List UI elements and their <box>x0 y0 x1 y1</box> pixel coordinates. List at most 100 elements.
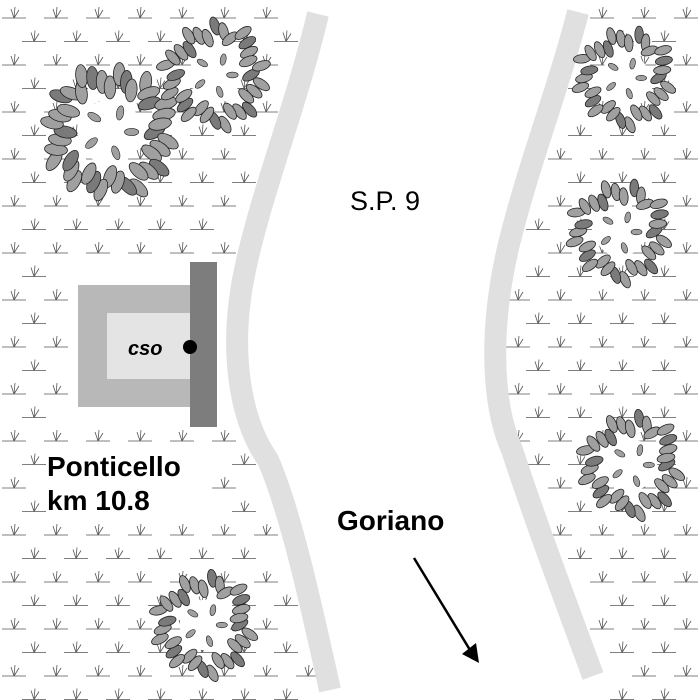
grass-tuft-icon <box>526 359 550 371</box>
grass-tuft-icon <box>526 453 550 465</box>
grass-tuft-icon <box>22 453 46 465</box>
grass-tuft-icon <box>652 359 676 371</box>
grass-tuft-icon <box>44 617 68 630</box>
grass-tuft-icon <box>22 265 46 277</box>
grass-tuft-icon <box>22 406 46 418</box>
grass-tuft-icon <box>568 171 592 183</box>
grass-tuft-icon <box>148 688 172 700</box>
grass-tuft-icon <box>652 688 676 700</box>
grass-tuft-icon <box>548 429 572 442</box>
grass-tuft-icon <box>2 429 26 442</box>
grass-tuft-icon <box>22 77 46 89</box>
grass-tuft-icon <box>170 194 194 207</box>
grass-tuft-icon <box>2 570 26 583</box>
grass-tuft-icon <box>652 30 676 42</box>
grass-tuft-icon <box>674 6 698 19</box>
grass-tuft-icon <box>526 218 550 230</box>
tree-icon <box>576 408 686 522</box>
grass-tuft-icon <box>106 641 130 653</box>
grass-tuft-icon <box>22 171 46 183</box>
sensor-label: cso <box>128 338 163 360</box>
grass-tuft-icon <box>128 241 152 254</box>
sensor-dot-icon <box>183 340 197 354</box>
grass-tuft-icon <box>22 218 46 230</box>
grass-tuft-icon <box>44 664 68 677</box>
grass-tuft-icon <box>526 406 550 418</box>
tree-icon <box>40 62 179 202</box>
road-left-edge <box>226 11 341 693</box>
road-name-label: S.P. 9 <box>350 186 421 216</box>
grass-tuft-icon <box>232 688 256 700</box>
grass-tuft-icon <box>2 476 26 489</box>
grass-tuft-icon <box>170 429 194 442</box>
grass-tuft-icon <box>232 547 256 559</box>
grass-tuft-icon <box>568 359 592 371</box>
grass-tuft-icon <box>22 641 46 653</box>
grass-tuft-icon <box>106 594 130 606</box>
grass-tuft-icon <box>590 335 614 348</box>
grass-tuft-icon <box>86 429 110 442</box>
grass-tuft-icon <box>22 30 46 42</box>
grass-tuft-icon <box>652 641 676 653</box>
grass-tuft-icon <box>652 171 676 183</box>
grass-tuft-icon <box>506 335 530 348</box>
grass-tuft-icon <box>590 617 614 630</box>
grass-tuft-icon <box>212 476 236 489</box>
grass-tuft-icon <box>548 382 572 395</box>
grass-tuft-icon <box>590 382 614 395</box>
grass-tuft-icon <box>590 570 614 583</box>
grass-tuft-icon <box>128 664 152 677</box>
grass-tuft-icon <box>674 147 698 160</box>
grass-tuft-icon <box>106 547 130 559</box>
grass-tuft-icon <box>610 359 634 371</box>
grass-tuft-icon <box>44 6 68 19</box>
grass-tuft-icon <box>674 288 698 301</box>
tree-icon <box>565 178 672 289</box>
grass-tuft-icon <box>212 147 236 160</box>
grass-tuft-icon <box>652 594 676 606</box>
grass-tuft-icon <box>2 664 26 677</box>
grass-tuft-icon <box>232 124 256 136</box>
grass-tuft-icon <box>148 30 172 42</box>
grass-tuft-icon <box>86 664 110 677</box>
grass-tuft-icon <box>190 218 214 230</box>
grass-tuft-icon <box>44 335 68 348</box>
grass-tuft-icon <box>674 382 698 395</box>
grass-tuft-icon <box>2 100 26 113</box>
grass-tuft-icon <box>86 6 110 19</box>
grass-tuft-icon <box>590 147 614 160</box>
grass-tuft-icon <box>674 664 698 677</box>
grass-tuft-icon <box>64 30 88 42</box>
grass-tuft-icon <box>170 241 194 254</box>
grass-tuft-icon <box>548 335 572 348</box>
grass-tuft-icon <box>170 147 194 160</box>
grass-tuft-icon <box>590 288 614 301</box>
grass-tuft-icon <box>190 171 214 183</box>
grass-tuft-icon <box>170 523 194 536</box>
tree-layer <box>40 16 686 682</box>
grass-tuft-icon <box>86 523 110 536</box>
grass-tuft-icon <box>64 641 88 653</box>
grass-tuft-icon <box>212 523 236 536</box>
grass-tuft-icon <box>568 547 592 559</box>
grass-tuft-icon <box>44 53 68 66</box>
grass-tuft-icon <box>128 570 152 583</box>
grass-tuft-icon <box>128 6 152 19</box>
grass-tuft-icon <box>44 288 68 301</box>
grass-tuft-icon <box>64 688 88 700</box>
direction-label: Goriano <box>337 505 445 536</box>
grass-tuft-icon <box>548 241 572 254</box>
grass-tuft-icon <box>232 500 256 512</box>
road-right-edge <box>484 9 604 680</box>
grass-tuft-icon <box>128 147 152 160</box>
grass-tuft-icon <box>2 194 26 207</box>
grass-tuft-icon <box>190 688 214 700</box>
grass-tuft-icon <box>170 664 194 677</box>
grass-tuft-icon <box>610 406 634 418</box>
grass-tuft-icon <box>128 194 152 207</box>
grass-tuft-icon <box>652 124 676 136</box>
grass-tuft-icon <box>568 312 592 324</box>
grass-tuft-icon <box>2 382 26 395</box>
